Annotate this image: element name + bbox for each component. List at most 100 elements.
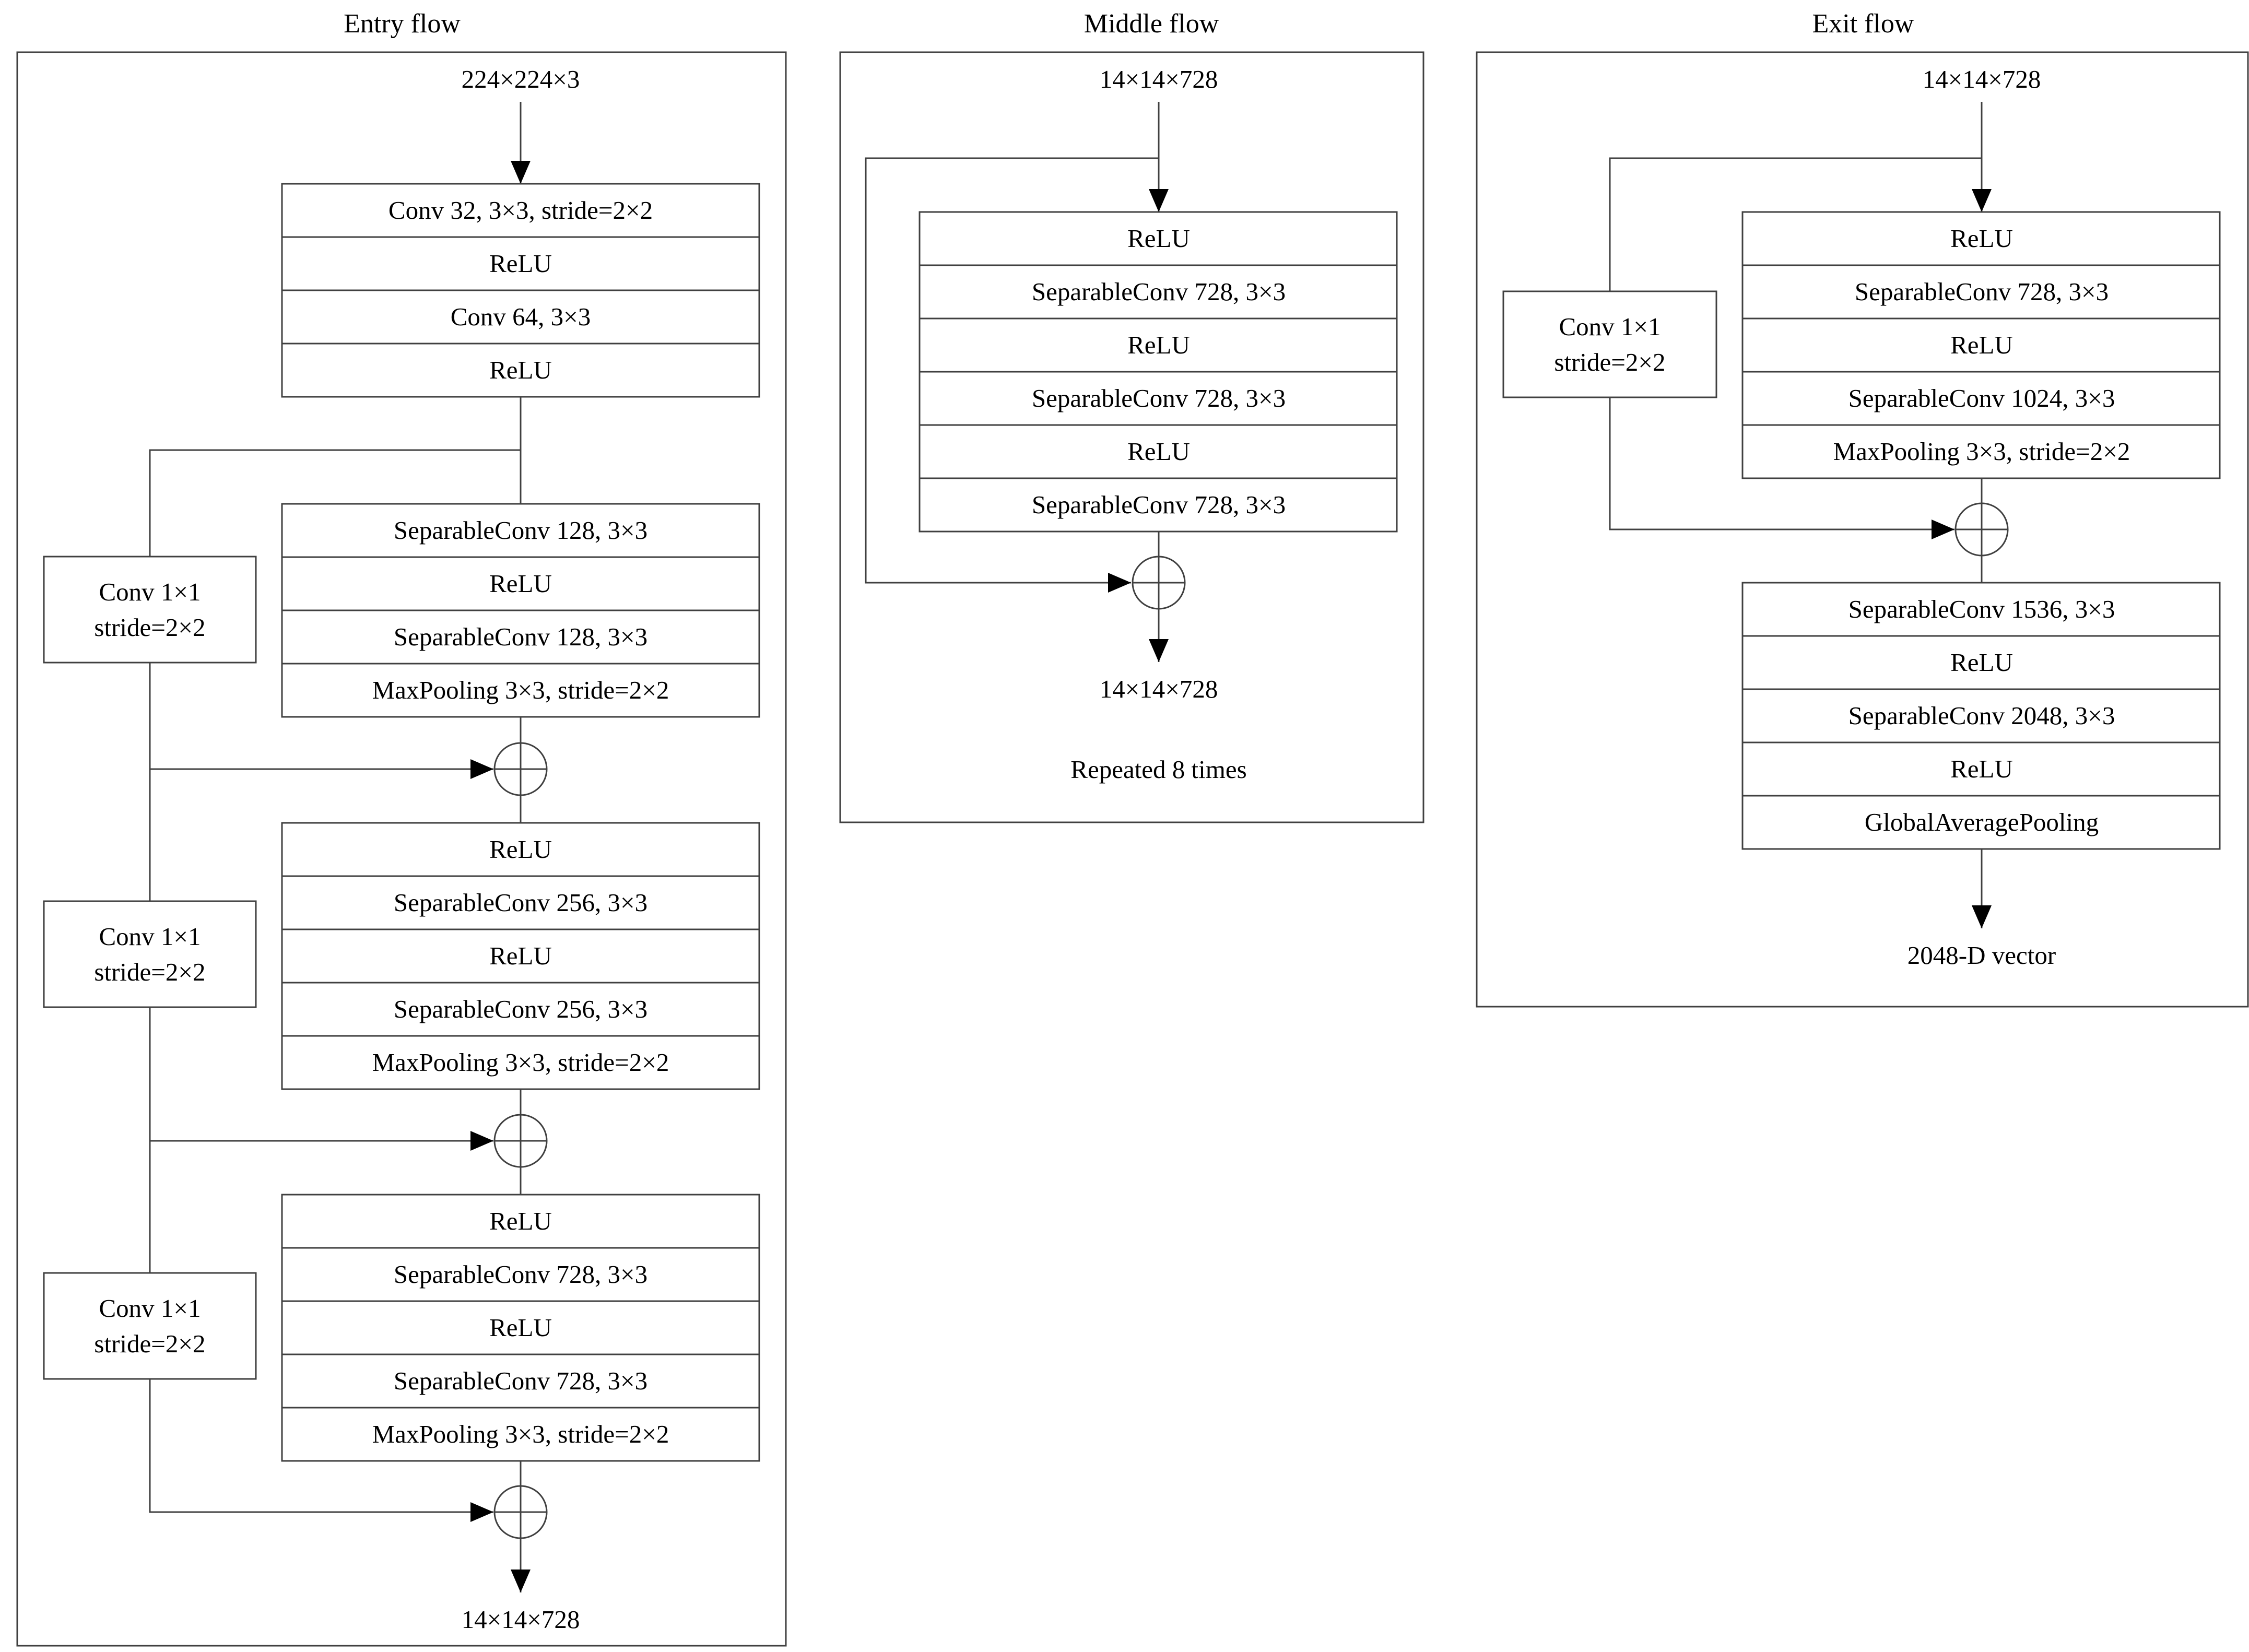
exit-output-label: 2048-D vector [1907,941,2056,970]
middle-layer [919,424,1398,479]
middle-flow-panel: Middle flow 14×14×728 ReLU SeparableConv… [839,9,1424,823]
block2-layer-label: ReLU [489,941,552,970]
exit-shortcut-line [1609,157,1982,291]
add-node-icon [493,1485,548,1539]
stem-layer [281,289,760,345]
add-node-icon [1954,502,2009,557]
exit-shortcut-conv: Conv 1×1 stride=2×2 [1502,290,1717,398]
exit-block1-layer-label: SeparableConv 1024, 3×3 [1848,384,2115,412]
shortcut-box [43,1272,257,1380]
stem-layer-label: Conv 64, 3×3 [451,302,591,331]
add-node-icon [493,742,548,796]
exit-block2-layer-label: ReLU [1950,754,2013,783]
exit-block2-layer-label: SeparableConv 2048, 3×3 [1848,701,2115,730]
entry-flow-frame [16,51,787,1647]
block3-layer-label: SeparableConv 728, 3×3 [394,1260,647,1289]
middle-layer-label: ReLU [1127,224,1190,253]
stem-layer [281,343,760,398]
middle-layer-label: SeparableConv 728, 3×3 [1032,384,1286,412]
entry-shortcut-conv-2: Conv 1×1 stride=2×2 [43,900,257,1008]
entry-block-1: SeparableConv 128, 3×3 ReLU SeparableCon… [281,503,760,718]
entry-shortcut-line [149,449,521,557]
shortcut-label-line2: stride=2×2 [94,958,205,986]
exit-block1-layer-label: MaxPooling 3×3, stride=2×2 [1833,437,2130,466]
middle-layer [919,264,1398,320]
entry-output-shape: 14×14×728 [462,1605,580,1634]
exit-block2-layer [1741,582,2221,637]
exit-block1-layer [1741,424,2221,479]
exit-flow-panel: Exit flow 14×14×728 ReLU SeparableConv 7… [1476,9,2249,1008]
entry-flow-panel: Entry flow 224×224×3 Conv 32, 3×3, strid… [16,9,787,1647]
exit-block-2: SeparableConv 1536, 3×3 ReLU SeparableCo… [1741,582,2221,850]
middle-block: ReLU SeparableConv 728, 3×3 ReLU Separab… [919,211,1398,533]
block2-layer [281,928,760,984]
block1-layer [281,609,760,665]
middle-input-shape: 14×14×728 [1100,65,1218,93]
exit-block2-layer-label: SeparableConv 1536, 3×3 [1848,595,2115,623]
block3-layer-label: MaxPooling 3×3, stride=2×2 [372,1420,669,1448]
add-node-icon [493,1114,548,1168]
shortcut-label-line1: Conv 1×1 [99,577,201,606]
exit-shortcut-merge-line [1609,397,1954,539]
block2-layer-label: MaxPooling 3×3, stride=2×2 [372,1048,669,1077]
middle-layer [919,371,1398,426]
middle-layer [919,317,1398,373]
block1-layer-label: SeparableConv 128, 3×3 [394,516,647,545]
shortcut-label-line2: stride=2×2 [94,613,205,642]
shortcut-label-line1: Conv 1×1 [99,1294,201,1323]
entry-input-shape: 224×224×3 [462,65,580,93]
exit-block2-layer-label: GlobalAveragePooling [1865,808,2099,836]
entry-flow-title: Entry flow [344,9,461,39]
block2-layer [281,875,760,930]
middle-flow-frame [839,51,1424,823]
add-node-icon [1132,556,1186,610]
block3-layer [281,1247,760,1302]
exit-flow-frame [1476,51,2249,1008]
shortcut-box [43,556,257,664]
entry-shortcut-conv-1: Conv 1×1 stride=2×2 [43,556,257,664]
block1-layer-label: MaxPooling 3×3, stride=2×2 [372,676,669,704]
middle-layer-label: ReLU [1127,331,1190,359]
block1-layer-label: SeparableConv 128, 3×3 [394,622,647,651]
middle-residual-line [865,157,1159,593]
block3-layer [281,1194,760,1249]
entry-shortcut-conv-3: Conv 1×1 stride=2×2 [43,1272,257,1380]
block3-layer [281,1407,760,1462]
middle-layer-label: SeparableConv 728, 3×3 [1032,490,1286,519]
exit-block2-layer [1741,741,2221,797]
shortcut-label-line2: stride=2×2 [94,1329,205,1358]
exit-block2-layer [1741,688,2221,744]
block1-layer-label: ReLU [489,569,552,598]
entry-stem-stack: Conv 32, 3×3, stride=2×2 ReLU Conv 64, 3… [281,183,760,398]
exit-block2-layer-label: ReLU [1950,648,2013,677]
block3-layer [281,1300,760,1355]
shortcut-box [1502,290,1717,398]
exit-block1-layer [1741,371,2221,426]
block3-layer-label: ReLU [489,1207,552,1235]
shortcut-box [43,900,257,1008]
stem-layer-label: ReLU [489,249,552,278]
exit-input-shape: 14×14×728 [1923,65,2041,93]
block2-layer-label: SeparableConv 256, 3×3 [394,888,647,917]
exit-block1-layer [1741,211,2221,266]
block1-layer [281,503,760,558]
exit-flow-title: Exit flow [1812,9,1914,39]
exit-block2-layer [1741,635,2221,690]
middle-flow-title: Middle flow [1084,9,1219,39]
middle-layer-label: SeparableConv 728, 3×3 [1032,277,1286,306]
middle-layer [919,477,1398,533]
middle-output-shape: 14×14×728 [1100,675,1218,703]
entry-shortcut-merge-line [149,1379,493,1522]
stem-layer-label: ReLU [489,356,552,384]
stem-layer-label: Conv 32, 3×3, stride=2×2 [388,196,653,225]
block2-layer [281,822,760,877]
middle-repeat-note: Repeated 8 times [1070,755,1246,784]
block2-layer-label: SeparableConv 256, 3×3 [394,995,647,1023]
block2-layer-label: ReLU [489,835,552,864]
exit-block-1: ReLU SeparableConv 728, 3×3 ReLU Separab… [1741,211,2221,479]
middle-layer-label: ReLU [1127,437,1190,466]
block3-layer-label: ReLU [489,1313,552,1342]
shortcut-label-line2: stride=2×2 [1554,348,1665,376]
exit-block1-layer [1741,264,2221,320]
